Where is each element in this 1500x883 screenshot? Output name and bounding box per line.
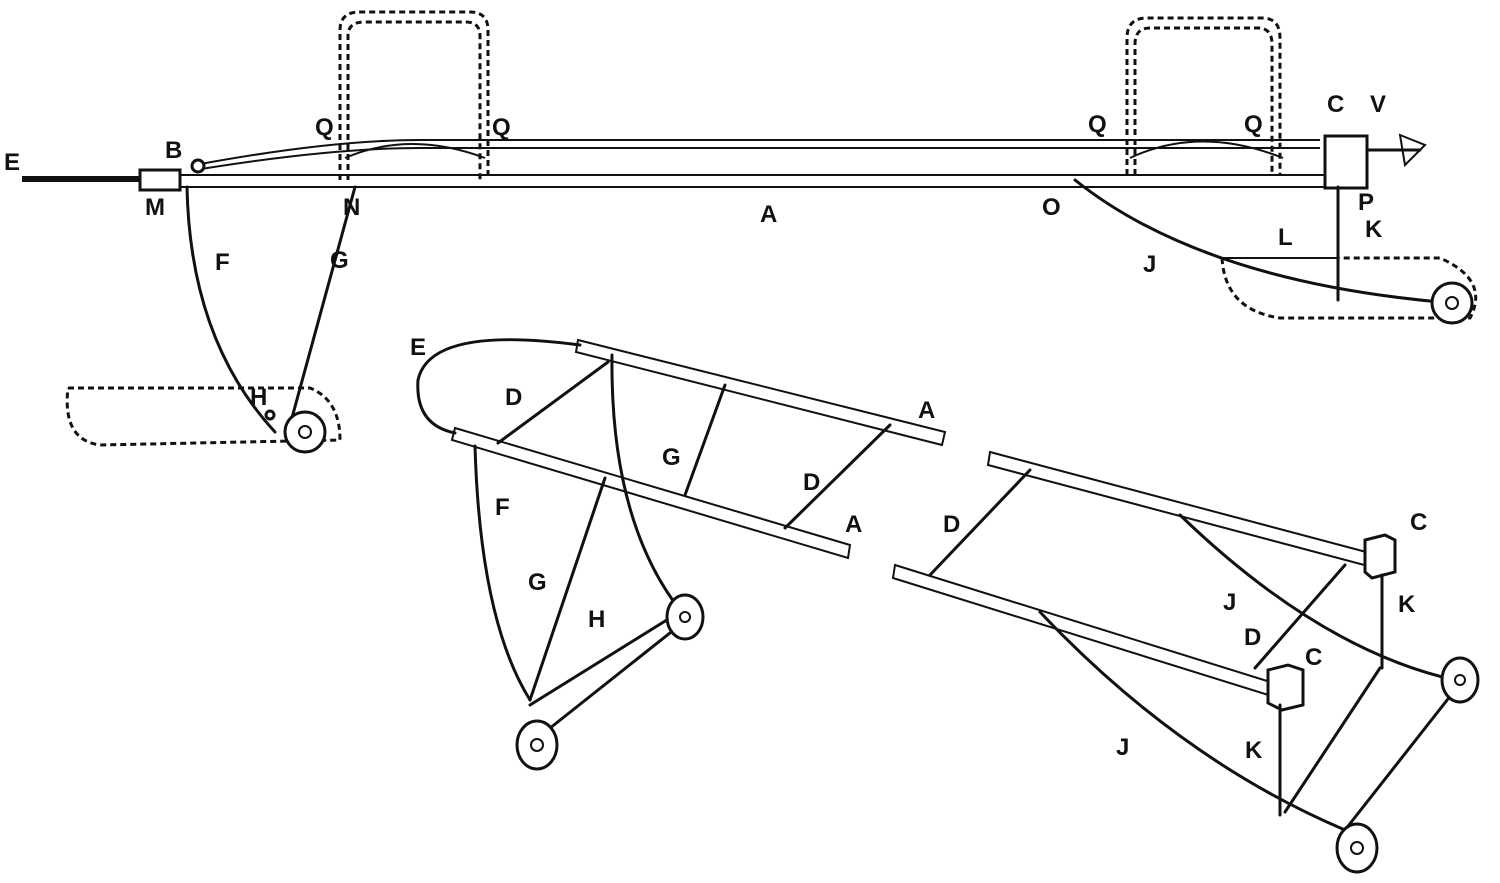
label-g: G xyxy=(528,569,547,596)
label-e: E xyxy=(4,149,20,176)
rear-runner-outline xyxy=(1220,256,1478,320)
label-g: G xyxy=(330,247,349,274)
rear-frame xyxy=(891,450,1480,874)
label-b: B xyxy=(165,137,182,164)
strut-curve xyxy=(610,353,682,612)
rear-wheel xyxy=(1430,281,1474,325)
label-f: F xyxy=(215,249,230,276)
label-d: D xyxy=(803,469,820,496)
label-g: G xyxy=(662,444,681,471)
side-rail-a xyxy=(179,174,1341,188)
label-k: K xyxy=(1365,216,1383,243)
label-m: M xyxy=(145,194,165,221)
block-c xyxy=(1363,533,1397,580)
front-frame-wheel xyxy=(515,719,559,771)
axle xyxy=(1343,688,1457,832)
label-q: Q xyxy=(1244,111,1263,138)
rear-frame-wheel xyxy=(1440,656,1480,704)
strut-f xyxy=(185,185,277,434)
axle-h2 xyxy=(528,616,672,707)
rear-seat-outline xyxy=(1125,16,1282,175)
pin-h xyxy=(264,409,276,421)
label-q: Q xyxy=(1088,111,1107,138)
front-frame-wheel xyxy=(665,593,705,641)
side-view xyxy=(22,10,1478,454)
label-o: O xyxy=(1042,194,1061,221)
strut-g xyxy=(288,185,357,427)
label-n: N xyxy=(343,194,360,221)
label-d: D xyxy=(943,511,960,538)
label-e: E xyxy=(410,334,426,361)
strut-g xyxy=(528,476,607,702)
label-q: Q xyxy=(492,114,511,141)
label-j: J xyxy=(1116,734,1129,761)
top-rail xyxy=(194,139,1320,171)
eye-b xyxy=(190,158,206,174)
label-c: C xyxy=(1410,509,1427,536)
label-p: P xyxy=(1358,189,1374,216)
rail-a-bottom xyxy=(450,426,852,560)
seat-springs xyxy=(344,140,1284,159)
strut-j xyxy=(1038,610,1347,832)
crossbar-d xyxy=(928,468,1032,577)
crossbar-g xyxy=(683,383,727,497)
label-f: F xyxy=(495,494,510,521)
label-d: D xyxy=(505,384,522,411)
rail-bottom xyxy=(891,563,1282,700)
rail-top xyxy=(986,450,1372,568)
label-v: V xyxy=(1370,91,1386,118)
strut-j xyxy=(1073,178,1442,304)
lever-v xyxy=(1398,133,1427,168)
label-q: Q xyxy=(315,114,334,141)
crossbar-d xyxy=(1253,563,1347,670)
rear-frame-wheel xyxy=(1335,822,1379,874)
label-h: H xyxy=(250,384,267,411)
label-c: C xyxy=(1305,644,1322,671)
label-j: J xyxy=(1223,589,1236,616)
axle-h xyxy=(533,623,682,742)
crossbar-d xyxy=(783,423,892,530)
label-d: D xyxy=(1244,624,1261,651)
crossbar xyxy=(1283,666,1382,814)
label-k: K xyxy=(1398,591,1416,618)
bow-e xyxy=(416,338,582,435)
label-a: A xyxy=(918,397,935,424)
label-l: L xyxy=(1278,224,1293,251)
strut-j xyxy=(1178,513,1457,682)
front-seat-outline xyxy=(338,10,490,180)
block-c xyxy=(1266,663,1305,712)
label-k: K xyxy=(1245,737,1263,764)
label-c: C xyxy=(1327,91,1344,118)
block-m xyxy=(138,168,182,192)
strut-f xyxy=(473,444,532,702)
label-a: A xyxy=(760,201,777,228)
side-view-labels: E B M Q Q N F G H A Q Q C V P O K J L xyxy=(4,91,1386,411)
crossbar-d xyxy=(496,360,610,445)
block-c xyxy=(1323,134,1369,190)
rail-a-top xyxy=(574,338,947,447)
label-a: A xyxy=(845,511,862,538)
front-runner-outline xyxy=(65,386,342,447)
rear-frame-labels: D C J D C K J K xyxy=(943,509,1427,764)
front-frame-labels: E D A G D F A G H xyxy=(410,334,935,633)
label-h: H xyxy=(588,606,605,633)
front-frame xyxy=(416,338,947,771)
front-wheel xyxy=(283,410,327,454)
label-j: J xyxy=(1143,251,1156,278)
